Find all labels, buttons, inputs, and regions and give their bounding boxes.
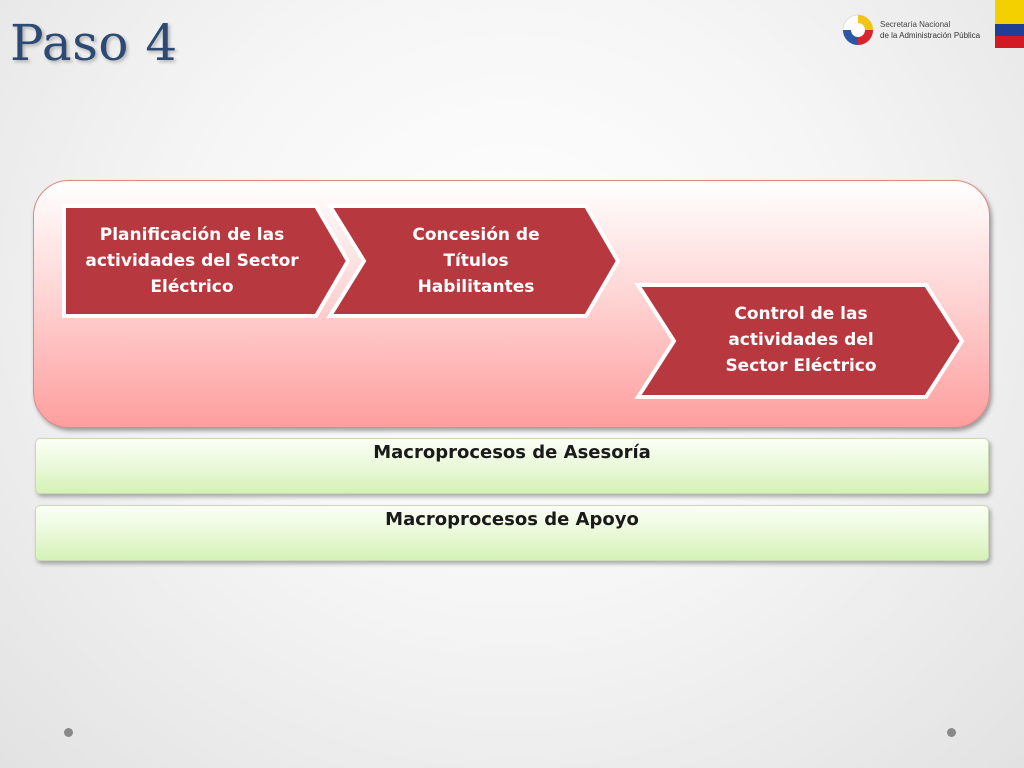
asesoria-bar: Macroprocesos de Asesoría [35,438,989,494]
logo-line-2: de la Administración Pública [880,31,981,40]
step-1-line-1: Planificación de las [99,225,285,245]
step-1-label: Planificación de las actividades del Sec… [82,222,302,300]
process-step-2: Concesión de Títulos Habilitantes [326,204,622,318]
step-2-line-2: Títulos [443,251,509,271]
step-3-line-1: Control de las [734,304,868,324]
step-3-line-2: actividades del [728,330,874,350]
secretaria-logo: Secretaría Nacional de la Administración… [840,10,1000,50]
corner-dot-right [947,728,956,737]
ecuador-flag-icon [995,0,1024,48]
step-2-line-3: Habilitantes [417,277,535,297]
step-2-line-1: Concesión de [412,225,540,245]
apoyo-bar: Macroprocesos de Apoyo [35,505,989,561]
apoyo-label: Macroprocesos de Apoyo [385,509,639,530]
step-2-label: Concesión de Títulos Habilitantes [378,222,574,300]
chevron-shape [326,204,621,318]
chevron-shape [634,283,965,399]
asesoria-label: Macroprocesos de Asesoría [373,442,651,463]
step-3-label: Control de las actividades del Sector El… [706,301,896,379]
step-3-line-3: Sector Eléctrico [725,356,877,376]
logo-line-1: Secretaría Nacional [880,20,951,29]
process-step-3: Control de las actividades del Sector El… [634,283,966,399]
corner-dot-left [64,728,73,737]
slide-title: Paso 4 [10,14,178,72]
process-step-1: Planificación de las actividades del Sec… [62,204,352,318]
logo-emblem-icon [842,14,874,46]
step-1-line-3: Eléctrico [150,277,234,297]
chevron-shape [62,204,351,318]
step-1-line-2: actividades del Sector [85,251,299,271]
